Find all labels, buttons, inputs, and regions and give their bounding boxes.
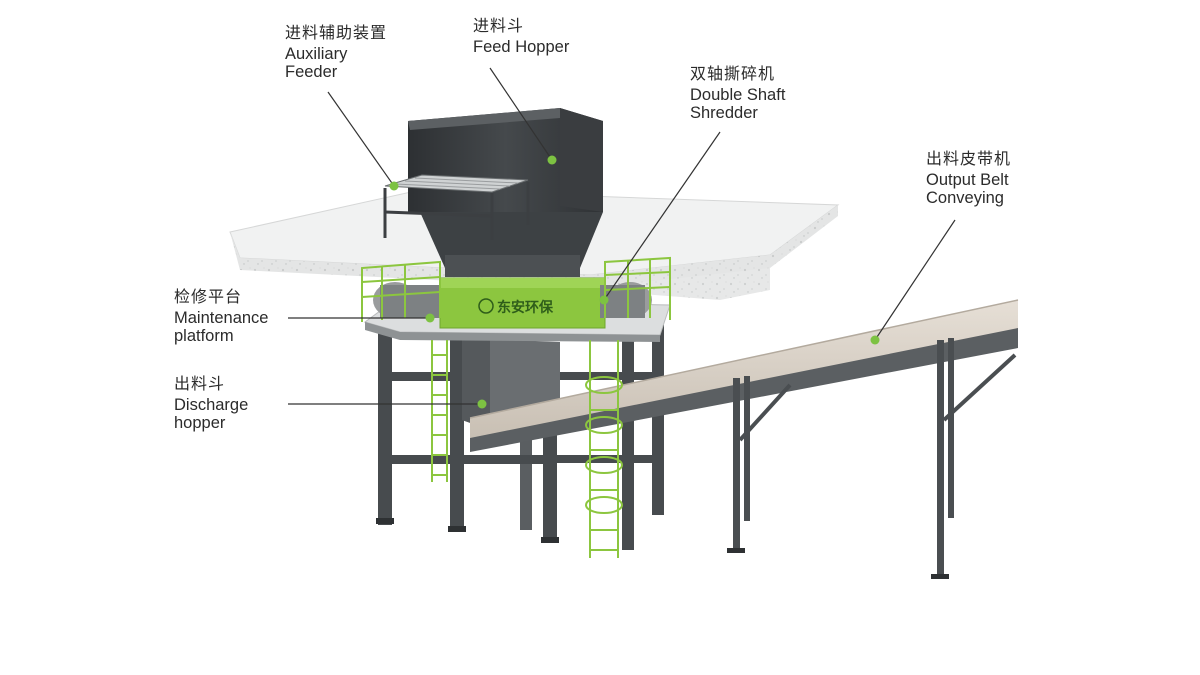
label-discharge-en-2: hopper xyxy=(174,414,226,433)
leader-auxiliary-feeder xyxy=(327,91,395,187)
label-maintenance-zh: 检修平台 xyxy=(174,287,243,306)
leader-belt xyxy=(874,219,956,341)
label-auxiliary-feeder-en-1: Auxiliary xyxy=(285,44,348,63)
dot-belt xyxy=(870,335,880,345)
dot-discharge xyxy=(477,399,487,409)
label-feed-hopper: 进料斗 Feed Hopper xyxy=(473,17,569,56)
label-discharge-en-1: Discharge xyxy=(174,395,249,414)
leader-feed-hopper xyxy=(489,67,553,161)
guard-rails xyxy=(361,256,671,322)
leader-lines xyxy=(288,67,956,405)
callout-dots xyxy=(389,155,880,409)
label-auxiliary-feeder-en-2: Feeder xyxy=(285,63,338,82)
label-output-belt-en-2: Conveying xyxy=(926,189,1004,208)
label-discharge-zh: 出料斗 xyxy=(174,374,226,393)
belt-conveyor xyxy=(469,299,1019,579)
label-maintenance-platform: 检修平台 Maintenance platform xyxy=(174,288,268,346)
label-output-belt-zh: 出料皮带机 xyxy=(926,149,1012,168)
label-output-belt: 出料皮带机 Output Belt Conveying xyxy=(926,150,1011,208)
dot-maintenance xyxy=(425,313,435,323)
feed-hopper-body xyxy=(408,108,603,277)
label-maintenance-en-1: Maintenance xyxy=(174,308,269,327)
leader-shredder xyxy=(603,131,721,301)
label-shredder-zh: 双轴撕碎机 xyxy=(690,64,776,83)
dot-shredder xyxy=(599,295,609,305)
label-shredder-en-1: Double Shaft xyxy=(690,85,786,104)
label-double-shaft-shredder: 双轴撕碎机 Double Shaft Shredder xyxy=(690,65,785,123)
label-feed-hopper-zh: 进料斗 xyxy=(473,16,525,35)
machine-logo: 东安环保 xyxy=(497,299,554,316)
label-discharge-hopper: 出料斗 Discharge hopper xyxy=(174,375,248,433)
label-feed-hopper-en-1: Feed Hopper xyxy=(473,37,570,56)
auxiliary-feeder-structure xyxy=(383,174,530,240)
dot-feed-hopper xyxy=(547,155,557,165)
label-shredder-en-2: Shredder xyxy=(690,104,758,123)
ladders xyxy=(431,340,623,558)
label-maintenance-en-2: platform xyxy=(174,327,234,346)
label-auxiliary-feeder-zh: 进料辅助装置 xyxy=(285,23,388,42)
dot-auxiliary-feeder xyxy=(389,181,399,191)
label-auxiliary-feeder: 进料辅助装置 Auxiliary Feeder xyxy=(285,24,387,82)
label-output-belt-en-1: Output Belt xyxy=(926,170,1009,189)
